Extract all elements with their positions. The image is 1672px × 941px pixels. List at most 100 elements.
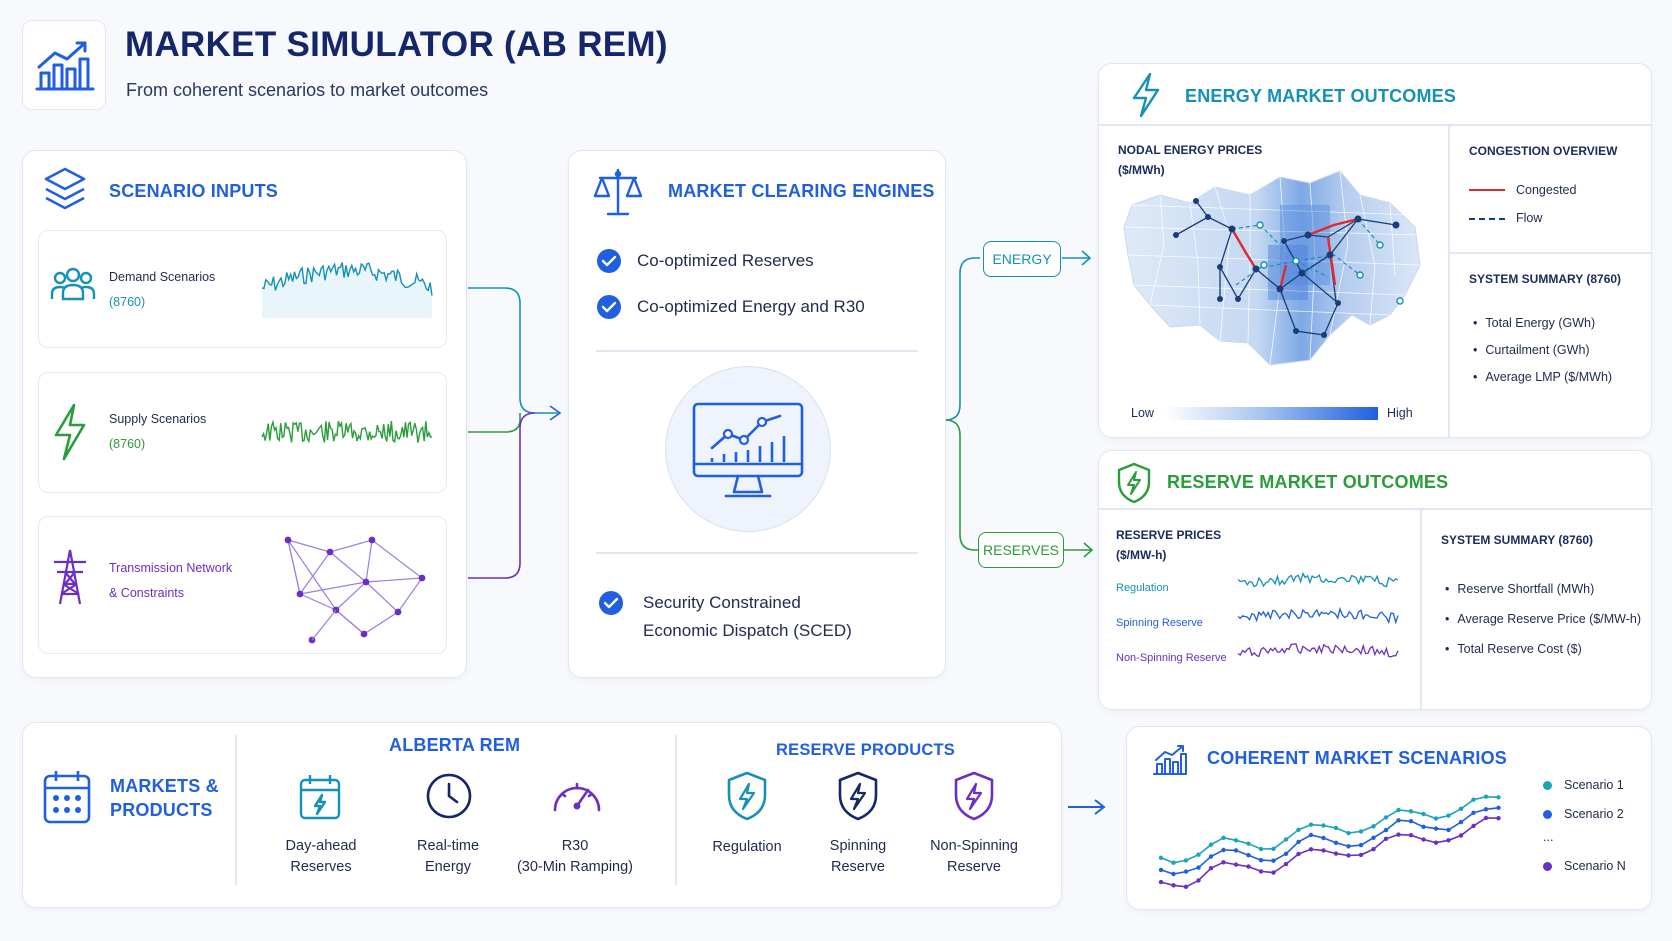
- energy-outcomes-title: ENERGY MARKET OUTCOMES: [1185, 86, 1457, 106]
- energy-flow-pill[interactable]: ENERGY: [983, 241, 1061, 277]
- legend-scenario-1: Scenario 1: [1543, 778, 1624, 792]
- scenario-point: [1433, 826, 1439, 831]
- scenario-line: [1160, 807, 1499, 875]
- day-ahead-label-2: Reserves: [290, 859, 352, 875]
- scenario-line: [1160, 817, 1499, 888]
- scenario-point: [1283, 851, 1289, 856]
- scenario-point: [1196, 878, 1201, 883]
- scenario-point: [1358, 829, 1364, 834]
- scenario-point: [1308, 832, 1314, 838]
- transmission-constraints-label: & Constraints: [109, 586, 185, 600]
- scenario-point: [1433, 816, 1439, 821]
- reserve-vertical-divider: [1420, 509, 1422, 709]
- price-scale-bar: [1165, 407, 1378, 420]
- scenario-point: [1196, 865, 1201, 870]
- scenario-point: [1371, 824, 1376, 829]
- scenario-point: [1171, 871, 1176, 877]
- scenario-point: [1383, 836, 1389, 841]
- non-spinning-product-label-1: Non-Spinning: [930, 838, 1018, 854]
- monitor-chart-icon: [692, 402, 804, 498]
- flow-legend-label: Flow: [1516, 211, 1543, 225]
- scenario-point: [1271, 846, 1276, 851]
- reserve-summary-title: SYSTEM SUMMARY (8760): [1441, 533, 1594, 547]
- scenario-point: [1246, 864, 1251, 869]
- scenario-point: [1333, 851, 1339, 856]
- scenario-point: [1408, 833, 1414, 838]
- reserve-outcomes-title: RESERVE MARKET OUTCOMES: [1167, 472, 1449, 492]
- scenario-inputs-title: SCENARIO INPUTS: [109, 181, 279, 201]
- congestion-divider: [1449, 252, 1651, 254]
- reserves-flow-pill[interactable]: RESERVES: [978, 532, 1064, 568]
- scenario-point: [1496, 805, 1501, 810]
- nodal-price-map: [1123, 170, 1421, 366]
- markets-title-line2: PRODUCTS: [110, 800, 213, 820]
- scenario-point: [1358, 852, 1364, 858]
- scenario-point: [1183, 884, 1189, 889]
- reserve-prices-title: RESERVE PRICES: [1116, 528, 1222, 542]
- scenario-point: [1358, 842, 1364, 848]
- engine-divider-top: [596, 350, 918, 352]
- shield-bolt-icon: [954, 771, 994, 821]
- scenario-point: [1421, 824, 1426, 829]
- scenario-point: [1208, 866, 1214, 871]
- series-spinning-label: Spinning Reserve: [1116, 617, 1203, 629]
- scenario-point: [1171, 883, 1176, 888]
- logo-box: [22, 20, 106, 110]
- scenario-point: [1158, 867, 1164, 873]
- summary-curtailment: Curtailment (GWh): [1473, 343, 1589, 357]
- scenario-point: [1496, 816, 1501, 821]
- sced-line-2: Economic Dispatch (SCED): [643, 621, 852, 640]
- reserve-price-sparklines: [1237, 571, 1399, 658]
- scenario-point: [1421, 837, 1426, 842]
- calendar-bolt-icon: [299, 775, 341, 820]
- scenario-point: [1371, 835, 1376, 840]
- shield-bolt-icon: [1117, 462, 1151, 504]
- supply-scenarios-card[interactable]: [38, 372, 447, 493]
- scenario-point: [1483, 807, 1489, 812]
- legend-dot: [1543, 781, 1552, 791]
- scenario-point: [1396, 807, 1401, 813]
- gauge-icon: [553, 782, 601, 812]
- scenario-point: [1221, 835, 1226, 840]
- supply-scenarios-count: (8760): [109, 437, 146, 451]
- transmission-network-card[interactable]: [38, 516, 447, 654]
- scenario-point: [1446, 838, 1451, 843]
- scales-icon: [593, 168, 643, 216]
- legend-scenario-1-label: Scenario 1: [1564, 778, 1624, 792]
- legend-scenario-n: Scenario N: [1543, 859, 1626, 873]
- scenario-line: [1160, 795, 1499, 864]
- congested-line-swatch: [1469, 189, 1505, 191]
- scenario-point: [1471, 823, 1476, 829]
- summary-average-reserve-price: Average Reserve Price ($/MW-h): [1445, 612, 1641, 626]
- check-co-optimized-reserves: Co-optimized Reserves: [637, 251, 814, 270]
- scenario-point: [1396, 818, 1401, 823]
- scenario-point: [1258, 858, 1264, 863]
- scenario-point: [1258, 869, 1264, 874]
- r30-label-1: R30: [561, 838, 589, 854]
- demand-scenarios-label: Demand Scenarios: [109, 270, 216, 284]
- alberta-rem-title: ALBERTA REM: [389, 735, 521, 755]
- check-icon: [597, 249, 621, 273]
- scenario-point: [1171, 860, 1176, 865]
- coherent-title: COHERENT MARKET SCENARIOS: [1207, 748, 1508, 768]
- markets-divider-2: [675, 735, 677, 885]
- legend-ellipsis-label: ...: [1543, 830, 1554, 844]
- sced-line-1: Security Constrained: [643, 593, 801, 612]
- scenario-point: [1433, 840, 1439, 845]
- scenario-point: [1296, 839, 1301, 845]
- scenario-point: [1233, 848, 1239, 853]
- transmission-tower-icon: [54, 549, 86, 605]
- scenario-point: [1483, 794, 1489, 799]
- legend-ellipsis: ...: [1543, 830, 1553, 844]
- legend-dot: [1543, 810, 1552, 820]
- demand-scenarios-count: (8760): [109, 295, 146, 309]
- series-regulation-label: Regulation: [1116, 582, 1169, 594]
- scenario-point: [1233, 862, 1239, 867]
- demand-sparkline: [261, 262, 433, 318]
- energy-vertical-divider: [1448, 125, 1450, 437]
- scenario-point: [1183, 858, 1189, 863]
- page-subtitle: From coherent scenarios to market outcom…: [126, 80, 489, 100]
- legend-dot: [1543, 862, 1552, 872]
- scenario-point: [1246, 853, 1251, 858]
- scenario-point: [1346, 844, 1351, 849]
